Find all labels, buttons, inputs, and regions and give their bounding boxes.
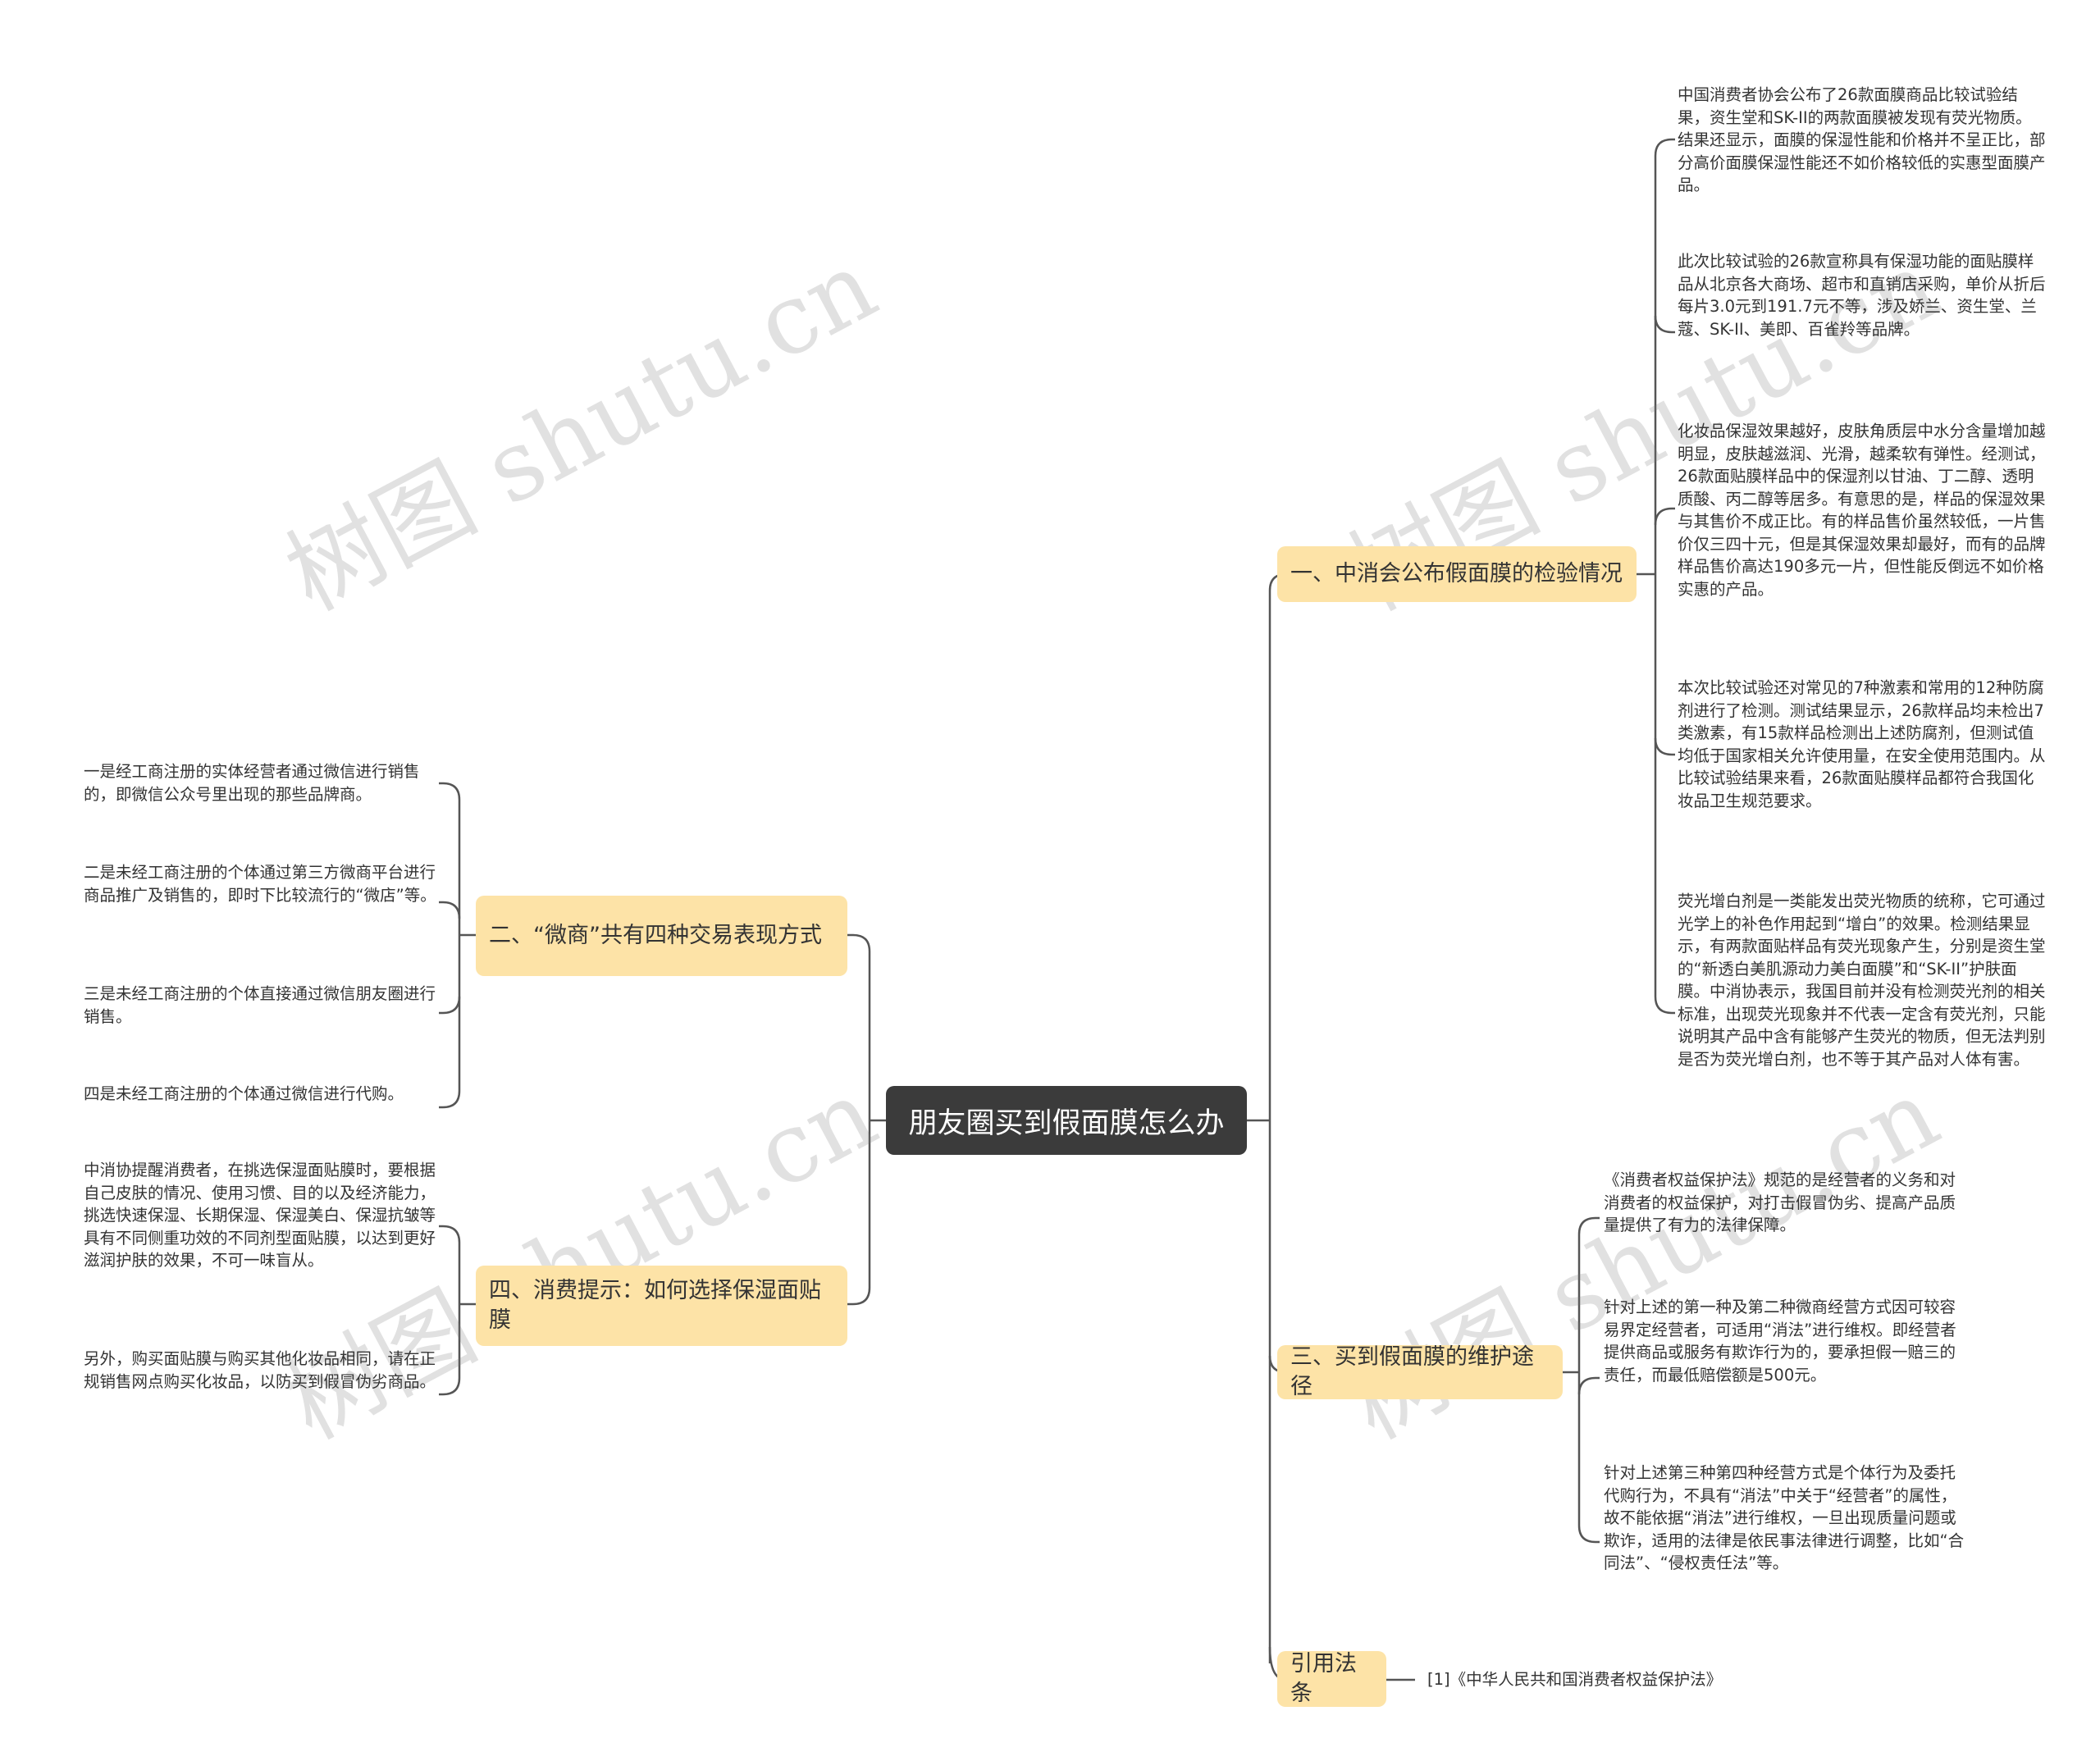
leaf-b1-3: 化妆品保湿效果越好，皮肤角质层中水分含量增加越明显，皮肤越滋润、光滑，越柔软有弹… xyxy=(1678,422,2046,599)
branch-label: 三、买到假面膜的维护途径 xyxy=(1290,1344,1534,1399)
leaf-b5-1[interactable]: [1]《中华人民共和国消费者权益保护法》 xyxy=(1427,1670,1723,1689)
leaf-b2-4: 四是未经工商注册的个体通过微信进行代购。 xyxy=(84,1084,404,1103)
branch-label: 引用法条 xyxy=(1290,1650,1357,1706)
leaf-b1-4: 本次比较试验还对常见的7种激素和常用的12种防腐剂进行了检测。测试结果显示，26… xyxy=(1678,678,2046,810)
leaf-b2-2: 二是未经工商注册的个体通过第三方微商平台进行商品推广及销售的，即时下比较流行的“… xyxy=(84,863,436,905)
leaf-b3-1: 《消费者权益保护法》规范的是经营者的义务和对消费者的权益保护，对打击假冒伪劣、提… xyxy=(1604,1170,1956,1234)
branch-label: 二、“微商”共有四种交易表现方式 xyxy=(489,922,822,948)
leaf-b3-2: 针对上述的第一种及第二种微商经营方式因可较容易界定经营者，可适用“消法”进行维权… xyxy=(1604,1298,1956,1385)
leaf-b4-1: 中消协提醒消费者，在挑选保湿面贴膜时，要根据自己皮肤的情况、使用习惯、目的以及经… xyxy=(84,1161,436,1270)
branch-wechat-business[interactable]: 二、“微商”共有四种交易表现方式 xyxy=(476,896,847,976)
root-topic[interactable]: 朋友圈买到假面膜怎么办 xyxy=(886,1086,1247,1155)
branch-citations[interactable]: 引用法条 xyxy=(1277,1651,1386,1707)
leaf-b3-3: 针对上述第三种第四种经营方式是个体行为及委托代购行为，不具有“消法”中关于“经营… xyxy=(1604,1463,1965,1572)
leaf-b4-2: 另外，购买面贴膜与购买其他化妆品相同，请在正规销售网点购买化妆品，以防买到假冒伪… xyxy=(84,1349,436,1391)
branch-consumer-tips[interactable]: 四、消费提示：如何选择保湿面贴膜 xyxy=(476,1266,847,1346)
leaf-b2-3: 三是未经工商注册的个体直接通过微信朋友圈进行销售。 xyxy=(84,984,436,1026)
branch-label: 一、中消会公布假面膜的检验情况 xyxy=(1290,560,1623,586)
root-title: 朋友圈买到假面膜怎么办 xyxy=(908,1106,1225,1140)
branch-label: 四、消费提示：如何选择保湿面贴膜 xyxy=(489,1277,821,1333)
leaf-b1-1: 中国消费者协会公布了26款面膜商品比较试验结果，资生堂和SK-II的两款面膜被发… xyxy=(1678,85,2046,194)
leaf-b1-2: 此次比较试验的26款宣称具有保湿功能的面贴膜样品从北京各大商场、超市和直销店采购… xyxy=(1678,252,2046,339)
leaf-b2-1: 一是经工商注册的实体经营者通过微信进行销售的，即微信公众号里出现的那些品牌商。 xyxy=(84,762,420,804)
branch-inspection[interactable]: 一、中消会公布假面膜的检验情况 xyxy=(1277,546,1637,602)
branch-rights-protection[interactable]: 三、买到假面膜的维护途径 xyxy=(1277,1344,1563,1399)
leaf-b1-5: 荧光增白剂是一类能发出荧光物质的统称，它可通过光学上的补色作用起到“增白”的效果… xyxy=(1678,892,2046,1069)
